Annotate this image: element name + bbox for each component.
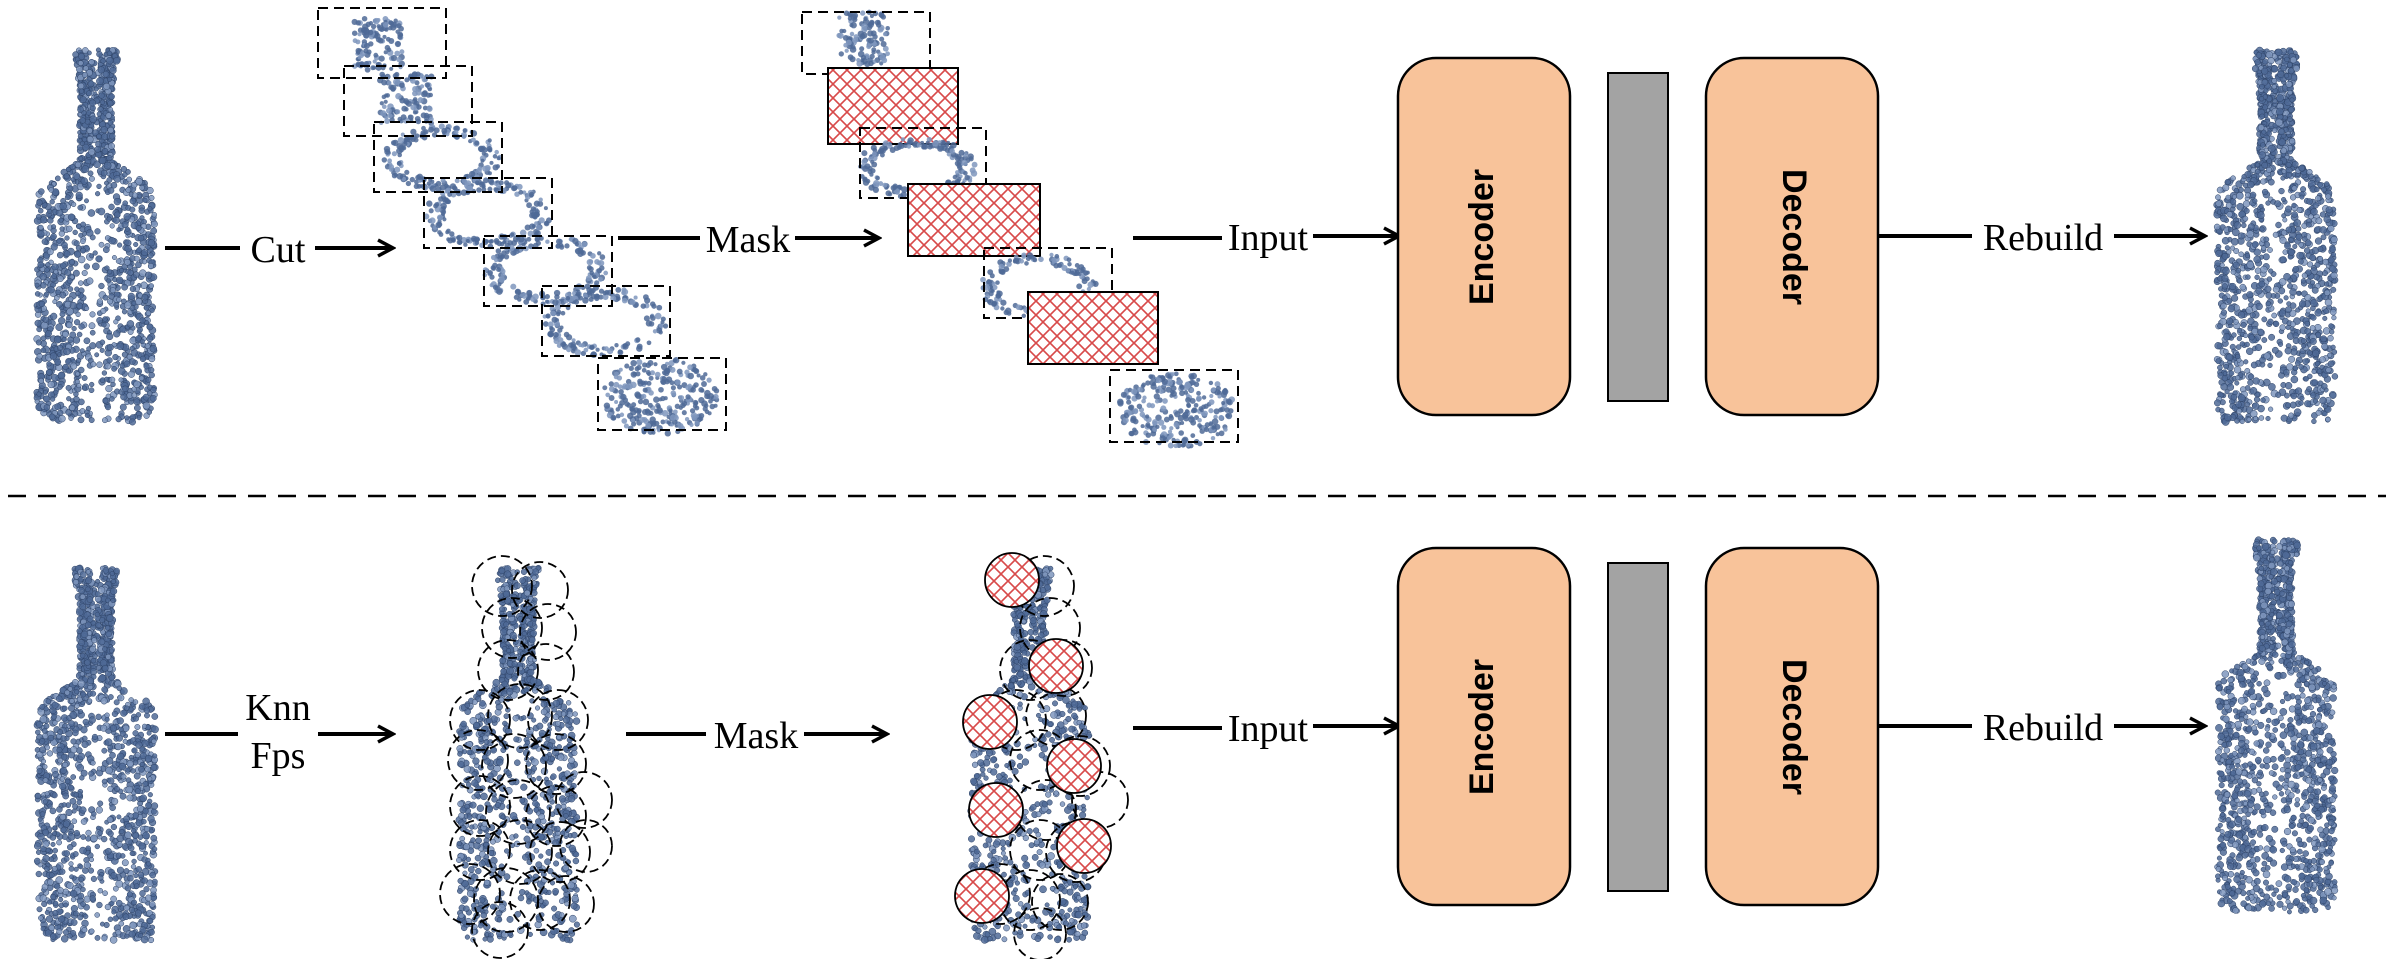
encoder-label-top: Encoder <box>1463 169 1501 305</box>
input-label-top: Input <box>1228 217 1309 259</box>
patch-box <box>801 11 931 75</box>
masked-circle-patch <box>984 552 1040 608</box>
knn-patches-group <box>439 555 613 959</box>
circle-patch <box>527 689 589 751</box>
patch-box <box>343 65 473 137</box>
encoder-label-bottom: Encoder <box>1463 659 1501 795</box>
patch-box <box>423 177 553 249</box>
masked-circle-patch <box>1046 738 1102 794</box>
masked-patches-group <box>801 9 1239 449</box>
circle-patch <box>487 819 553 885</box>
masked-circle-patch <box>954 868 1010 924</box>
circle-patch <box>471 901 529 959</box>
masked-patch <box>1027 291 1159 365</box>
circle-patch <box>485 779 551 845</box>
circle-patch <box>449 689 511 751</box>
masked-circle-patch <box>1028 638 1084 694</box>
patch-box <box>317 7 447 79</box>
circle-patch <box>529 821 591 883</box>
input-arrow-top <box>1133 236 1398 238</box>
cut-patches-group <box>317 7 727 437</box>
bottle-point-cloud-icon <box>2213 46 2339 426</box>
circle-patch <box>519 603 577 661</box>
cut-label: Cut <box>251 229 306 271</box>
circle-patch <box>481 597 543 659</box>
circle-patch <box>1031 873 1089 931</box>
circle-patch <box>471 555 533 617</box>
patch-box <box>1109 369 1239 443</box>
circle-patch <box>449 775 511 837</box>
patch-box <box>483 235 613 307</box>
bottleneck-block-top <box>1607 72 1669 402</box>
circle-patch <box>537 875 595 933</box>
knn-label: Knn <box>245 687 310 729</box>
circle-patch <box>1013 555 1075 617</box>
circle-patch <box>481 733 547 799</box>
input-label-bottom: Input <box>1228 708 1309 750</box>
circle-patch <box>525 785 587 847</box>
circle-patch <box>439 863 501 925</box>
patch-box <box>541 285 671 357</box>
bottom-row: Knn Fps Mask Input Encoder Decoder Rebui… <box>33 536 2339 959</box>
circle-patch <box>517 643 575 701</box>
bottle-point-cloud-icon <box>33 564 159 944</box>
input-arrow-bottom <box>1133 726 1398 728</box>
circle-patch <box>511 561 569 619</box>
circle-patch <box>447 729 509 791</box>
masked-patch <box>827 67 959 145</box>
circle-patch <box>487 683 553 749</box>
encoder-block-bottom <box>1396 546 1572 907</box>
top-row: Cut Mask Input Encoder Decoder Rebuild <box>33 7 2339 449</box>
patch-box <box>373 121 503 193</box>
masked-circle-patches-group <box>954 552 1129 959</box>
circle-patch <box>477 639 539 701</box>
bottle-point-cloud-icon <box>33 47 158 426</box>
masked-patch <box>907 183 1041 257</box>
circle-patch <box>525 733 587 795</box>
bottle-point-cloud-icon <box>2214 536 2339 915</box>
fps-label: Fps <box>251 735 306 777</box>
decoder-label-bottom: Decoder <box>1775 659 1813 795</box>
rebuild-label-bottom: Rebuild <box>1983 707 2103 749</box>
circle-patch <box>555 771 613 829</box>
circle-patch <box>1015 779 1077 841</box>
decoder-label-top: Decoder <box>1775 169 1813 305</box>
masked-circle-patch <box>962 694 1018 750</box>
mask-label-top: Mask <box>706 219 790 261</box>
masked-circle-patch <box>968 782 1024 838</box>
circle-patch <box>1013 907 1067 959</box>
circle-patch <box>999 869 1061 931</box>
bottleneck-block-bottom <box>1607 562 1669 892</box>
circle-patch <box>509 869 571 931</box>
masked-circle-patch <box>1056 818 1112 874</box>
circle-patch <box>969 863 1031 925</box>
mask-label-bottom: Mask <box>714 715 798 757</box>
circle-patch <box>1049 735 1111 797</box>
rebuild-label-top: Rebuild <box>1983 217 2103 259</box>
patch-box <box>597 357 727 431</box>
encoder-block-top <box>1396 56 1572 417</box>
circle-patch <box>985 689 1047 751</box>
circle-patch <box>449 819 511 881</box>
circle-patch <box>559 819 613 873</box>
